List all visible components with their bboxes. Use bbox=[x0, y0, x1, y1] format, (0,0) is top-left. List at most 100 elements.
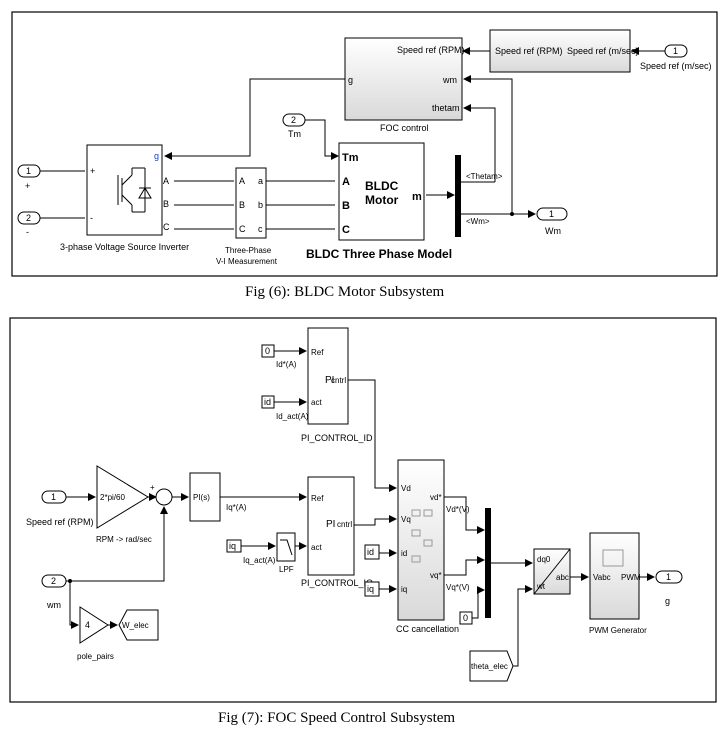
svg-text:V-I Measurement: V-I Measurement bbox=[216, 257, 278, 266]
svg-text:id: id bbox=[264, 397, 271, 407]
svg-text:iq: iq bbox=[367, 584, 374, 594]
pi-control-iq-block[interactable]: Ref act PI cntrl PI_CONTROL_IQ bbox=[301, 476, 373, 588]
motor-model-label: BLDC Three Phase Model bbox=[306, 247, 452, 261]
goto-w-elec[interactable]: W_elec bbox=[118, 609, 159, 641]
foc-g-port: g bbox=[348, 75, 353, 85]
svg-text:C: C bbox=[239, 224, 246, 234]
inport-speed-ref-label: Speed ref (m/sec) bbox=[640, 61, 712, 71]
svg-text:LPF: LPF bbox=[279, 565, 294, 574]
inport-tm[interactable]: 2 Tm bbox=[282, 113, 306, 139]
pole-pairs-gain[interactable]: 4 pole_pairs bbox=[77, 606, 114, 661]
inverter-label: 3-phase Voltage Source Inverter bbox=[60, 242, 189, 252]
svg-text:A: A bbox=[163, 176, 169, 186]
svg-text:act: act bbox=[311, 543, 322, 552]
svg-text:0: 0 bbox=[265, 346, 270, 356]
foc-control-block[interactable]: Speed ref (RPM) g wm thetam FOC control bbox=[344, 37, 465, 133]
igbt-diode-icon bbox=[117, 167, 152, 213]
cc-id-const[interactable]: id bbox=[364, 544, 380, 560]
zero-const[interactable]: 0 bbox=[459, 611, 473, 625]
svg-text:1: 1 bbox=[26, 166, 31, 176]
lpf-block[interactable]: LPF bbox=[276, 532, 296, 574]
sum-block[interactable]: + - bbox=[150, 483, 173, 517]
svg-text:iq: iq bbox=[401, 585, 407, 594]
svg-text:A: A bbox=[239, 176, 245, 186]
svg-text:2: 2 bbox=[51, 576, 56, 586]
foc-speed-port: Speed ref (RPM) bbox=[397, 45, 465, 55]
svg-text:4: 4 bbox=[85, 620, 90, 630]
iq-act-const[interactable]: iq Iq_act(A) bbox=[226, 539, 276, 565]
vi-measurement-block[interactable]: A B C a b c Three-Phase V-I Measurement bbox=[216, 167, 278, 266]
outport-g[interactable]: 1 g bbox=[655, 570, 683, 606]
svg-text:1: 1 bbox=[51, 492, 56, 502]
inport-speed-ref[interactable]: 1 Speed ref (m/sec) bbox=[640, 44, 712, 71]
svg-text:c: c bbox=[258, 224, 263, 234]
fig7-caption: Fig (7): FOC Speed Control Subsystem bbox=[218, 710, 455, 726]
svg-text:C: C bbox=[342, 224, 350, 236]
svg-text:B: B bbox=[342, 200, 350, 212]
cc-cancellation-label: CC cancellation bbox=[396, 624, 459, 634]
outport-wm[interactable]: 1 Wm bbox=[536, 207, 568, 236]
svg-text:B: B bbox=[239, 200, 245, 210]
pi-control-id-label: PI_CONTROL_ID bbox=[301, 433, 373, 443]
bldc-motor-block[interactable]: Tm A B C BLDC Motor m BLDC Three Phase M… bbox=[306, 142, 452, 261]
inport-speed-ref-rpm[interactable]: 1 Speed ref (RPM) bbox=[26, 490, 94, 527]
svg-text:BLDC: BLDC bbox=[365, 179, 399, 193]
bus-selector bbox=[455, 155, 461, 237]
dq0-abc-block[interactable]: dq0 wt abc bbox=[533, 548, 571, 595]
vq-label: Vq*(V) bbox=[446, 583, 470, 592]
svg-text:vq*: vq* bbox=[430, 571, 442, 580]
pi-control-iq-label: PI_CONTROL_IQ bbox=[301, 578, 373, 588]
fig7-frame bbox=[9, 317, 717, 703]
svg-text:1: 1 bbox=[666, 572, 671, 582]
svg-text:Vd: Vd bbox=[401, 484, 411, 493]
svg-text:PI(s): PI(s) bbox=[193, 493, 210, 502]
bus-wm-label: <Wm> bbox=[466, 217, 490, 226]
svg-text:2*pi/60: 2*pi/60 bbox=[100, 493, 125, 502]
cc-iq-const[interactable]: iq bbox=[364, 581, 380, 597]
svg-text:A: A bbox=[342, 176, 350, 188]
pi-control-id-block[interactable]: Ref act PI cntrl PI_CONTROL_ID bbox=[301, 327, 373, 443]
speed-conversion-block[interactable]: Speed ref (RPM) Speed ref (m/sec) bbox=[489, 29, 639, 73]
id-act-const[interactable]: id Id_act(A) bbox=[261, 395, 309, 421]
svg-text:id: id bbox=[401, 549, 407, 558]
pi-speed-block[interactable]: PI(s) bbox=[189, 472, 221, 522]
svg-text:Id_act(A): Id_act(A) bbox=[276, 412, 309, 421]
conv-out-port: Speed ref (m/sec) bbox=[567, 46, 639, 56]
rpm-to-rads-gain[interactable]: 2*pi/60 RPM -> rad/sec bbox=[96, 465, 152, 544]
svg-text:0: 0 bbox=[463, 613, 468, 623]
svg-text:2: 2 bbox=[291, 115, 296, 125]
svg-text:2: 2 bbox=[26, 213, 31, 223]
fig6-bldc-motor-subsystem: Speed ref (RPM) Speed ref (m/sec) 1 Spee… bbox=[11, 11, 718, 300]
svg-text:abc: abc bbox=[556, 573, 569, 582]
svg-text:a: a bbox=[258, 176, 263, 186]
svg-text:wt: wt bbox=[536, 582, 546, 591]
svg-text:C: C bbox=[163, 222, 170, 232]
inport-plus[interactable]: 1 + bbox=[17, 164, 41, 191]
from-theta-elec[interactable]: theta_elec bbox=[469, 650, 514, 682]
inport-minus[interactable]: 2 - bbox=[17, 211, 41, 237]
foc-wm-port: wm bbox=[442, 75, 457, 85]
pwm-generator-block[interactable]: Vabc PWM PWM Generator bbox=[589, 532, 647, 635]
pwm-generator-label: PWM Generator bbox=[589, 626, 647, 635]
svg-text:Tm: Tm bbox=[342, 152, 359, 164]
svg-text:-: - bbox=[26, 227, 29, 237]
foc-control-label: FOC control bbox=[380, 123, 429, 133]
inverter-block[interactable]: + - g A B C 3-phase Voltage Source Inver… bbox=[60, 144, 189, 252]
svg-text:1: 1 bbox=[549, 209, 554, 219]
svg-text:cntrl: cntrl bbox=[337, 520, 352, 529]
mux-block bbox=[485, 508, 491, 618]
fig7-foc-speed-control: 0 Id*(A) id Id_act(A) Ref act PI cntrl P… bbox=[9, 317, 717, 726]
fig6-frame bbox=[11, 11, 718, 277]
svg-text:wm: wm bbox=[46, 600, 61, 610]
svg-text:PI: PI bbox=[326, 519, 335, 530]
id-ref-const[interactable]: 0 Id*(A) bbox=[261, 344, 297, 369]
svg-text:Ref: Ref bbox=[311, 348, 324, 357]
svg-text:-: - bbox=[90, 213, 93, 223]
svg-text:+: + bbox=[150, 483, 155, 492]
cc-cancellation-block[interactable]: Vd Vq id iq vd* vq* CC cancellation bbox=[396, 459, 459, 634]
inport-wm[interactable]: 2 wm bbox=[41, 574, 67, 610]
svg-text:Iq_act(A): Iq_act(A) bbox=[243, 556, 276, 565]
svg-text:Three-Phase: Three-Phase bbox=[225, 246, 272, 255]
svg-text:RPM -> rad/sec: RPM -> rad/sec bbox=[96, 535, 152, 544]
svg-text:g: g bbox=[154, 151, 159, 161]
